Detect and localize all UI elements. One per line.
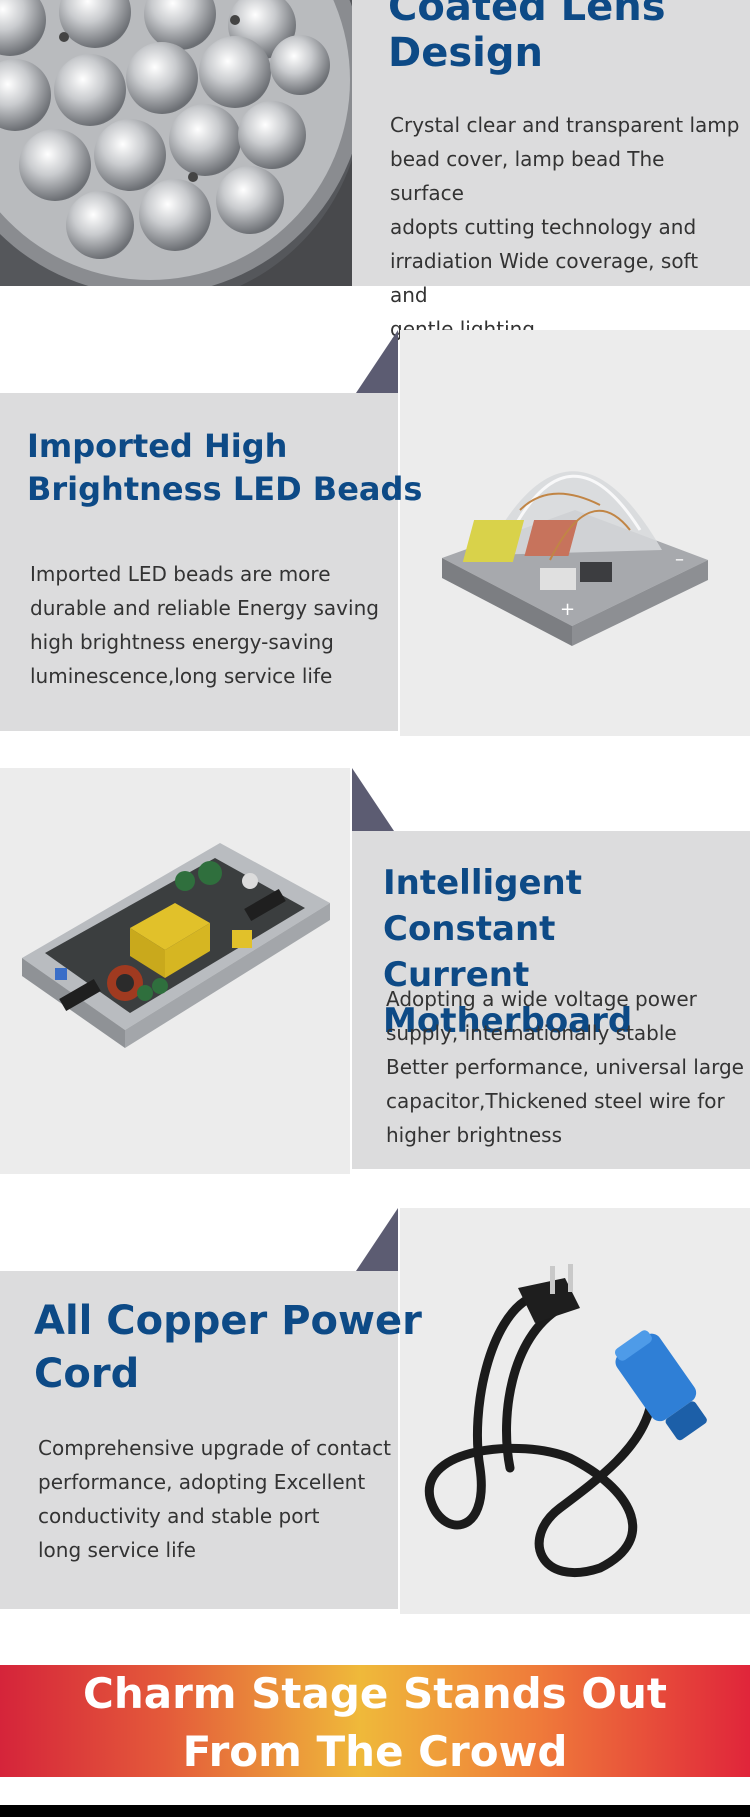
motherboard-title-line1: Intelligent Constant	[383, 863, 582, 949]
motherboard-description: Adopting a wide voltage power supply, in…	[386, 987, 744, 1147]
lens-title-line2: Design	[388, 30, 543, 76]
cord-photo	[400, 1208, 750, 1614]
banner-line1: Charm Stage Stands Out	[83, 1669, 667, 1718]
led-title: Imported High Brightness LED Beads	[27, 425, 422, 511]
motherboard-corner-triangle	[352, 768, 394, 831]
motherboard-title-line2: Current Motherboard	[383, 955, 633, 1041]
cord-title-line1: All Copper Power	[34, 1298, 422, 1344]
led-chip-image: + –	[442, 471, 708, 646]
cord-corner-triangle	[356, 1208, 398, 1271]
led-chip-minus-label: –	[675, 549, 684, 570]
lens-title-line1: Coated Lens	[388, 0, 666, 30]
led-title-line1: Imported High	[27, 427, 288, 465]
banner-line2: From The Crowd	[182, 1727, 568, 1776]
lens-array-image	[0, 0, 352, 286]
cord-title-line2: Cord	[34, 1351, 140, 1397]
motherboard-title: Intelligent Constant Current Motherboard	[383, 860, 750, 1044]
led-description: Imported LED beads are more durable and …	[30, 562, 379, 688]
led-corner-triangle	[356, 330, 398, 393]
cord-title: All Copper Power Cord	[34, 1295, 422, 1401]
motherboard-panel	[352, 831, 750, 1169]
lens-description: Crystal clear and transparent lamp bead …	[390, 113, 740, 341]
lens-panel	[352, 0, 750, 286]
lens-title: Coated Lens Design	[388, 0, 666, 76]
lens-photo	[0, 0, 352, 286]
cord-panel	[0, 1271, 398, 1609]
led-chip-plus-label: +	[560, 599, 575, 620]
power-cord-image	[424, 1264, 707, 1578]
charm-stage-banner: Charm Stage Stands Out From The Crowd	[0, 1665, 750, 1777]
motherboard-image	[22, 843, 330, 1048]
motherboard-photo	[0, 768, 350, 1174]
led-photo: + –	[400, 330, 750, 736]
led-title-line2: Brightness LED Beads	[27, 470, 423, 508]
cord-description: Comprehensive upgrade of contact perform…	[38, 1436, 391, 1562]
led-panel	[0, 393, 398, 731]
bottom-bar	[0, 1805, 750, 1817]
